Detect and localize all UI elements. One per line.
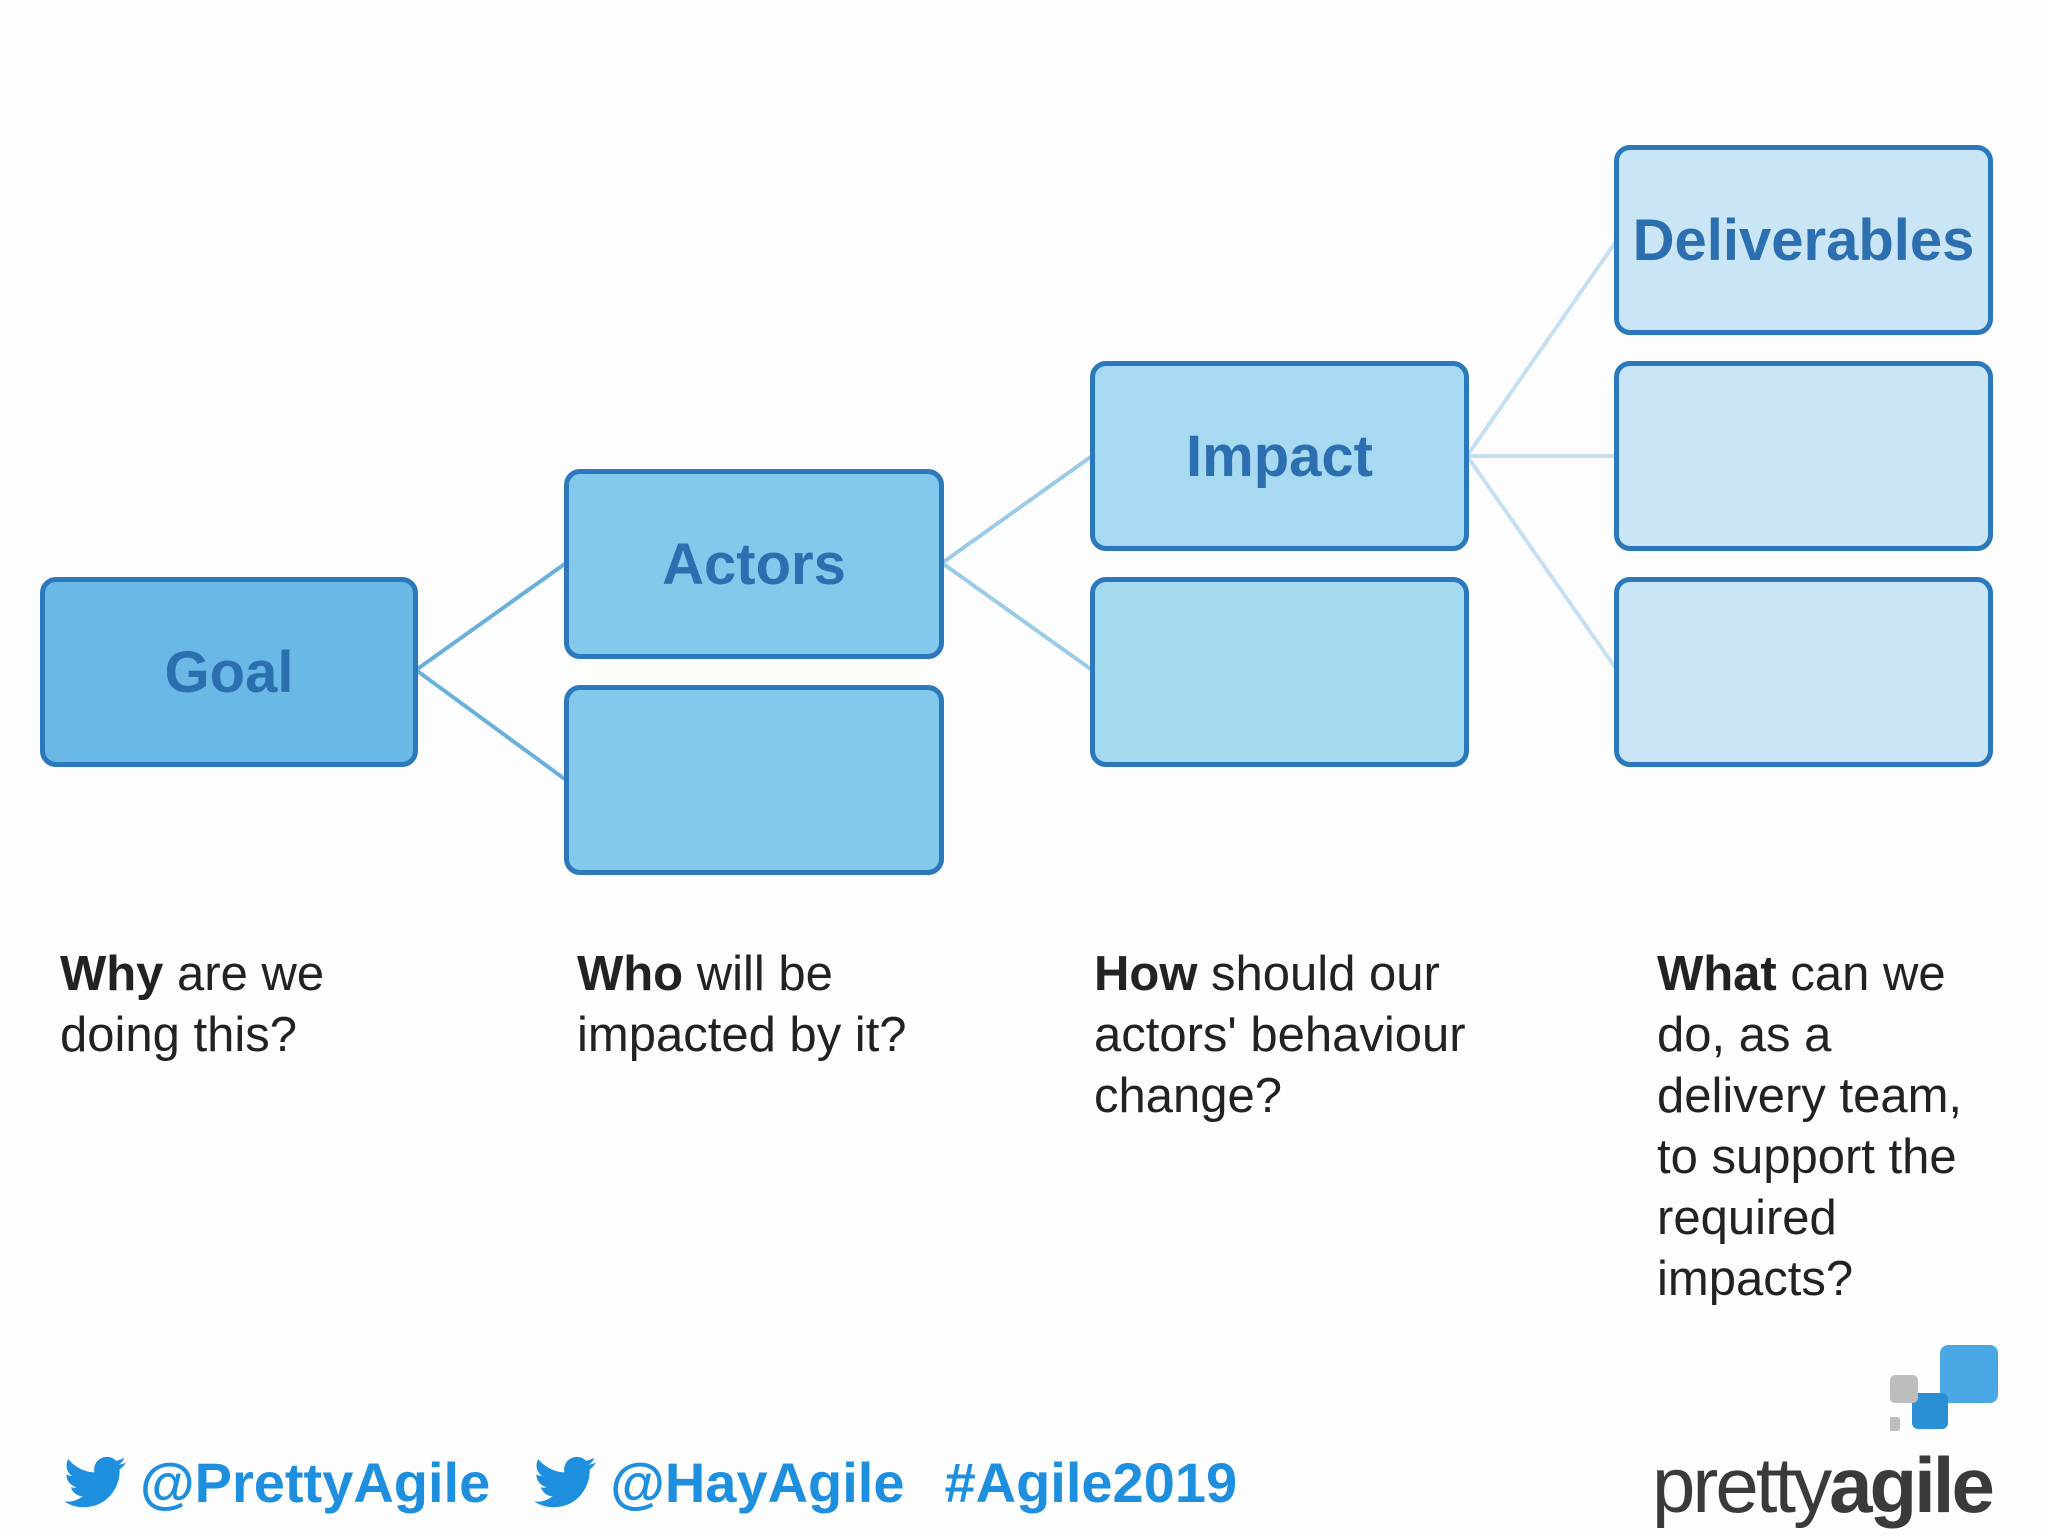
prettyagile-logo: prettyagile bbox=[1640, 1345, 2020, 1529]
goal-box: Goal bbox=[40, 577, 418, 767]
question-who-text: will be impacted by it? bbox=[577, 947, 907, 1062]
question-why: Why are we doing this? bbox=[60, 944, 390, 1066]
question-why-text: are we doing this? bbox=[60, 947, 325, 1062]
logo-pretty: pretty bbox=[1652, 1441, 1832, 1529]
logo-wordmark: prettyagile bbox=[1652, 1440, 1995, 1531]
handle-prettyagile-text: @PrettyAgile bbox=[140, 1450, 491, 1514]
twitter-bird-icon bbox=[64, 1456, 126, 1508]
logo-agile: agile bbox=[1829, 1441, 1995, 1529]
connector-goal-actors-2 bbox=[414, 668, 568, 782]
logo-squares-icon bbox=[1890, 1345, 1998, 1431]
question-how-bold: How bbox=[1094, 947, 1198, 1001]
deliverables-label: Deliverables bbox=[1632, 207, 1975, 273]
actors-label: Actors bbox=[662, 531, 846, 597]
impact-box: Impact bbox=[1090, 361, 1469, 551]
impact-label: Impact bbox=[1186, 423, 1373, 489]
connector-actors-impact bbox=[940, 454, 1094, 565]
twitter-handle-hayagile[interactable]: @HayAgile bbox=[530, 1450, 905, 1515]
question-who-bold: Who bbox=[577, 947, 684, 1001]
question-what: What can we do, as a delivery team, to s… bbox=[1657, 944, 1997, 1310]
connector-goal-actors bbox=[414, 561, 568, 672]
question-what-bold: What bbox=[1657, 947, 1777, 1001]
connector-impact-deliverables bbox=[1465, 238, 1619, 458]
deliverables-box-empty-2 bbox=[1614, 577, 1993, 767]
actors-box: Actors bbox=[564, 469, 944, 659]
handle-hayagile-text: @HayAgile bbox=[610, 1450, 905, 1514]
impact-box-empty bbox=[1090, 577, 1469, 767]
deliverables-box-empty-1 bbox=[1614, 361, 1993, 551]
hashtag-agile2019[interactable]: #Agile2019 bbox=[944, 1450, 1238, 1514]
twitter-bird-icon bbox=[534, 1456, 597, 1508]
goal-label: Goal bbox=[164, 639, 294, 705]
footer: @PrettyAgile @HayAgile #Agile2019 bbox=[60, 1442, 1237, 1522]
connector-actors-impact-2 bbox=[940, 561, 1094, 672]
connector-impact-deliverables-3 bbox=[1465, 454, 1619, 672]
deliverables-box: Deliverables bbox=[1614, 145, 1993, 335]
twitter-handle-prettyagile[interactable]: @PrettyAgile bbox=[60, 1450, 490, 1515]
question-why-bold: Why bbox=[60, 947, 164, 1001]
question-how-text: should our actors' behaviour change? bbox=[1094, 947, 1466, 1123]
actors-box-empty bbox=[564, 685, 944, 875]
question-what-text: can we do, as a delivery team, to suppor… bbox=[1657, 947, 1963, 1306]
question-who: Who will be impacted by it? bbox=[577, 944, 977, 1066]
question-how: How should our actors' behaviour change? bbox=[1094, 944, 1494, 1127]
